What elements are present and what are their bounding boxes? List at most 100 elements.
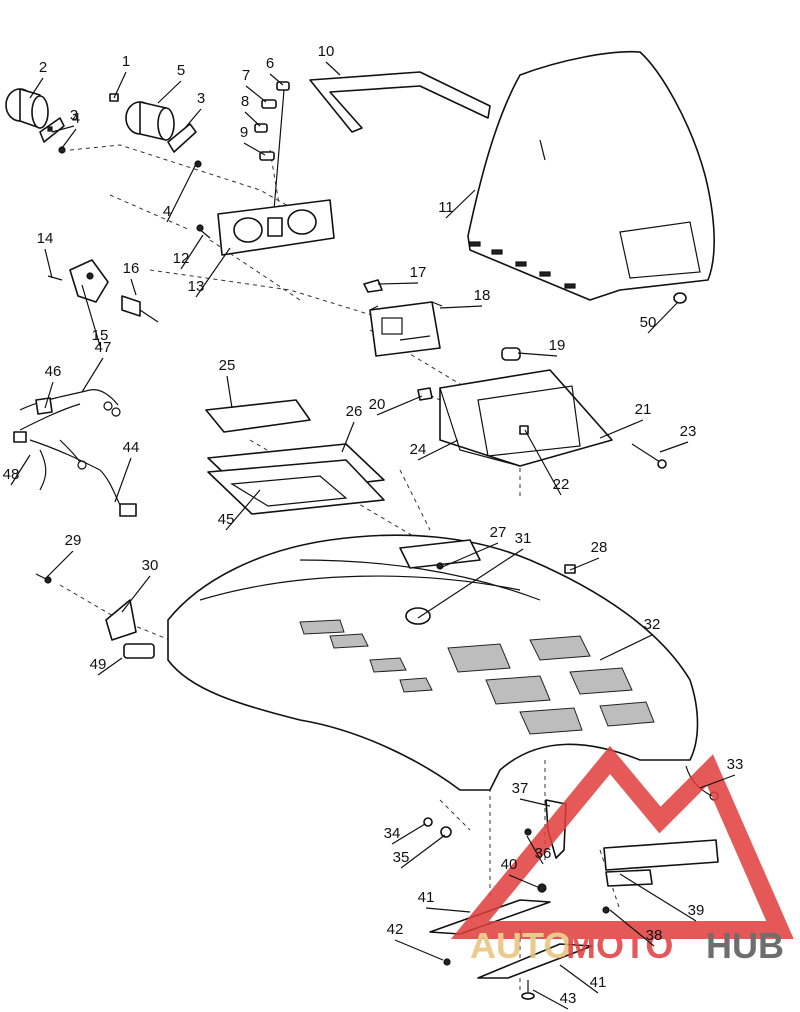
leader-line-28 (569, 557, 600, 571)
leader-line-38 (609, 909, 655, 947)
strip-10-part (309, 71, 491, 133)
leader-line-30 (121, 575, 151, 613)
bolt-43-part (521, 980, 535, 1000)
callout-27: 27 (490, 524, 507, 541)
headlight-shroud-21-part (439, 369, 613, 467)
clip-28-part (564, 564, 576, 574)
bracket-3b-part (167, 123, 197, 153)
leader-line-45 (225, 489, 261, 531)
leader-line-15 (81, 284, 101, 347)
leader-line-22 (524, 429, 562, 496)
clip-8-part (254, 123, 268, 133)
callout-30: 30 (142, 557, 159, 574)
callout-44: 44 (123, 439, 140, 456)
callout-3b: 3 (197, 90, 205, 107)
callout-42: 42 (387, 921, 404, 938)
callout-20: 20 (369, 396, 386, 413)
leader-line-20 (376, 395, 423, 416)
leader-line-23 (659, 441, 689, 453)
leader-line-12 (180, 234, 204, 270)
callout-41a: 41 (418, 889, 435, 906)
leader-line-46 (44, 381, 54, 409)
callout-50: 50 (640, 314, 657, 331)
callout-11: 11 (438, 199, 454, 216)
leader-line-49 (97, 657, 123, 676)
gauge-5-part (125, 101, 175, 141)
callout-46: 46 (45, 363, 62, 380)
callout-4b: 4 (163, 203, 171, 220)
callout-21: 21 (635, 401, 652, 418)
callout-12: 12 (173, 250, 190, 267)
callout-41b: 41 (590, 974, 607, 991)
switch-16-part (121, 295, 159, 323)
callout-29: 29 (65, 532, 82, 549)
plate-39-part (603, 839, 719, 887)
leader-line-3a (51, 125, 75, 133)
callout-26: 26 (346, 403, 363, 420)
callout-43: 43 (560, 990, 577, 1007)
screw-38-part (602, 906, 610, 914)
switch-15-part (69, 259, 109, 303)
callout-16: 16 (123, 260, 140, 277)
callout-3a: 3 (70, 107, 78, 124)
callout-6: 6 (266, 55, 274, 72)
callout-36: 36 (535, 845, 552, 862)
bracket-3a-part (39, 117, 65, 143)
callout-35: 35 (393, 849, 410, 866)
screw-12-part (196, 224, 211, 239)
windshield-11-part (467, 50, 715, 301)
rod-part (273, 89, 285, 211)
gauge-plate-13-part (217, 199, 335, 256)
callout-39: 39 (688, 902, 705, 919)
leader-line-2 (29, 77, 44, 99)
callout-13: 13 (188, 278, 205, 295)
nut-34-part (423, 817, 433, 827)
callout-49: 49 (90, 656, 107, 673)
callout-1: 1 (122, 53, 130, 70)
callout-9: 9 (240, 124, 248, 141)
leader-line-34 (391, 823, 426, 845)
nut-42-part (443, 958, 451, 966)
bulb-19-part (501, 347, 521, 361)
leader-line-37 (519, 798, 551, 807)
callout-7: 7 (242, 67, 250, 84)
leader-line-9 (243, 142, 266, 156)
leader-line-43 (532, 989, 569, 1010)
callout-2: 2 (39, 59, 47, 76)
plate-27-part (399, 539, 481, 569)
leader-line-18 (439, 305, 483, 309)
watermark-word-1: AUTO (470, 925, 571, 966)
callout-10: 10 (318, 43, 335, 60)
callout-34: 34 (384, 825, 401, 842)
callout-37: 37 (512, 780, 529, 797)
callout-4a: 4 (72, 110, 80, 127)
callout-40: 40 (501, 856, 518, 873)
leader-line-16 (130, 278, 137, 296)
leader-line-41a (425, 907, 471, 913)
leader-line-17 (377, 282, 419, 285)
pad-49-part (123, 643, 155, 659)
callout-28: 28 (591, 539, 608, 556)
nut-40-part (537, 883, 547, 893)
callout-32: 32 (644, 616, 661, 633)
callout-5: 5 (177, 62, 185, 79)
leader-line-4b (166, 161, 198, 223)
leader-line-36 (526, 835, 544, 865)
leader-line-42 (394, 939, 444, 961)
leader-line-3b (184, 108, 202, 129)
callout-38: 38 (646, 927, 663, 944)
leader-line-8 (244, 111, 261, 127)
leader-line-7 (245, 85, 267, 103)
callout-31: 31 (515, 530, 532, 547)
seal-25-part (205, 399, 311, 433)
gauge-2-part (5, 88, 49, 129)
clip-29-part (35, 573, 52, 584)
leader-line-40 (508, 874, 541, 889)
callout-24: 24 (410, 441, 427, 458)
leader-line-5 (157, 80, 182, 104)
leader-line-48 (10, 454, 31, 486)
watermark-word-2: MOTO (566, 925, 673, 966)
clip-22-part (519, 425, 529, 435)
